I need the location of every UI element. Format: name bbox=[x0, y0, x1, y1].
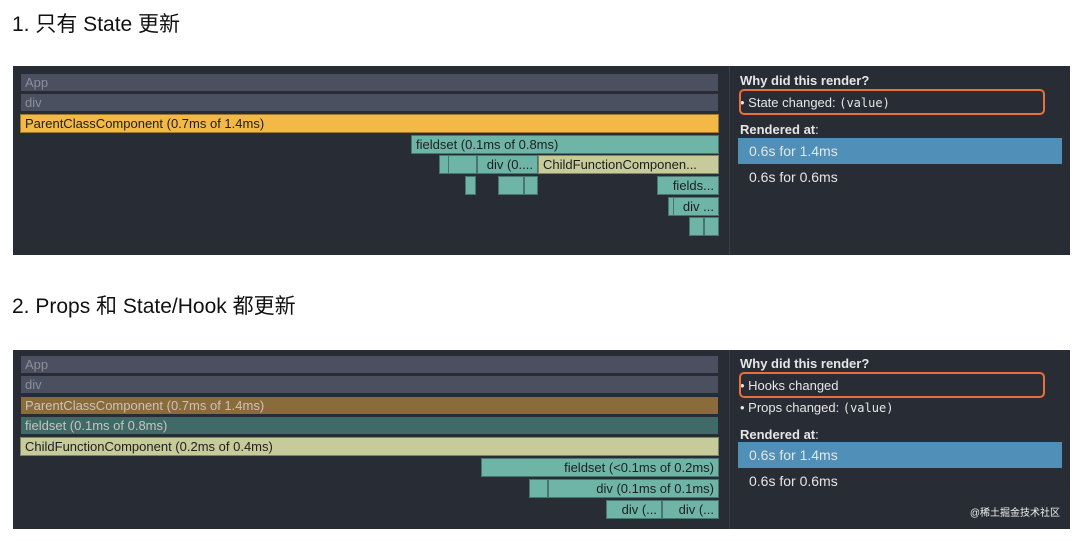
rendered-at-colon: : bbox=[815, 122, 819, 137]
section-1-heading: 1. 只有 State 更新 bbox=[12, 13, 181, 36]
why-render-title: Why did this render? bbox=[740, 73, 870, 88]
flame-bar-div-leaf[interactable]: div (... bbox=[662, 500, 719, 519]
sidebar-2: Why did this render? • Hooks changed • P… bbox=[729, 350, 1070, 529]
section-2-heading: 2. Props 和 State/Hook 都更新 bbox=[12, 295, 296, 318]
flame-bar-fieldset[interactable]: fieldset (0.1ms of 0.8ms) bbox=[20, 416, 719, 435]
profiler-panel-2: App div ParentClassComponent (0.7ms of 1… bbox=[13, 350, 1070, 529]
reason-text: • State changed: bbox=[740, 95, 840, 110]
flame-bar-div-child[interactable]: div (0.... bbox=[477, 155, 538, 174]
flame-bar-div-child[interactable]: div (0.1ms of 0.1ms) bbox=[548, 479, 719, 498]
reason-code: (value) bbox=[839, 96, 890, 110]
flame-bar-fieldset-child[interactable]: fields... bbox=[657, 176, 719, 195]
flame-bar-app[interactable]: App bbox=[20, 73, 719, 92]
rendered-at-text: Rendered at bbox=[740, 122, 816, 137]
commit-row-selected[interactable]: 0.6s for 1.4ms bbox=[738, 442, 1062, 468]
reason-hooks-changed: • Hooks changed bbox=[740, 378, 839, 393]
commit-row[interactable]: 0.6s for 0.6ms bbox=[749, 169, 838, 185]
commit-row-selected[interactable]: 0.6s for 1.4ms bbox=[738, 138, 1062, 164]
commit-row[interactable]: 0.6s for 0.6ms bbox=[749, 473, 838, 489]
flame-bar-div[interactable]: div bbox=[20, 93, 719, 112]
flame-bar-parent-class-component[interactable]: ParentClassComponent (0.7ms of 1.4ms) bbox=[20, 396, 719, 415]
flame-bar-app[interactable]: App bbox=[20, 355, 719, 374]
why-render-title: Why did this render? bbox=[740, 356, 870, 371]
rendered-at-colon: : bbox=[815, 427, 819, 442]
flame-bar-child-function-component[interactable]: ChildFunctionComponen... bbox=[538, 155, 719, 174]
sidebar-1: Why did this render? • State changed: (v… bbox=[729, 66, 1070, 255]
rendered-at-label: Rendered at: bbox=[740, 427, 819, 442]
flame-bar-div-leaf[interactable]: div ... bbox=[673, 197, 719, 216]
flame-bar-child-function-component[interactable]: ChildFunctionComponent (0.2ms of 0.4ms) bbox=[20, 437, 719, 456]
highlight-box bbox=[739, 89, 1045, 115]
reason-props-changed: • Props changed: (value) bbox=[740, 400, 893, 415]
reason-state-changed: • State changed: (value) bbox=[740, 95, 890, 110]
flame-bar-small[interactable] bbox=[704, 217, 719, 236]
flame-bar-fieldset-child[interactable]: fieldset (<0.1ms of 0.2ms) bbox=[481, 458, 719, 477]
flame-bar-small[interactable] bbox=[448, 155, 477, 174]
flame-bar-small[interactable] bbox=[465, 176, 476, 195]
flame-bar-div[interactable]: div bbox=[20, 375, 719, 394]
flame-bar-small[interactable] bbox=[689, 217, 704, 236]
highlight-box bbox=[739, 372, 1045, 398]
flame-bar-small[interactable] bbox=[498, 176, 524, 195]
flame-bar-fieldset[interactable]: fieldset (0.1ms of 0.8ms) bbox=[411, 135, 719, 154]
rendered-at-text: Rendered at bbox=[740, 427, 816, 442]
rendered-at-label: Rendered at: bbox=[740, 122, 819, 137]
flame-bar-div-leaf[interactable]: div (... bbox=[606, 500, 662, 519]
flame-bar-small[interactable] bbox=[524, 176, 538, 195]
flame-bar-parent-class-component[interactable]: ParentClassComponent (0.7ms of 1.4ms) bbox=[20, 114, 719, 133]
watermark: @稀土掘金技术社区 bbox=[969, 508, 1060, 519]
profiler-panel-1: App div ParentClassComponent (0.7ms of 1… bbox=[13, 66, 1070, 255]
reason-code: (value) bbox=[842, 401, 894, 415]
reason-text: • Props changed: bbox=[740, 400, 843, 415]
flame-bar-small[interactable] bbox=[529, 479, 548, 498]
